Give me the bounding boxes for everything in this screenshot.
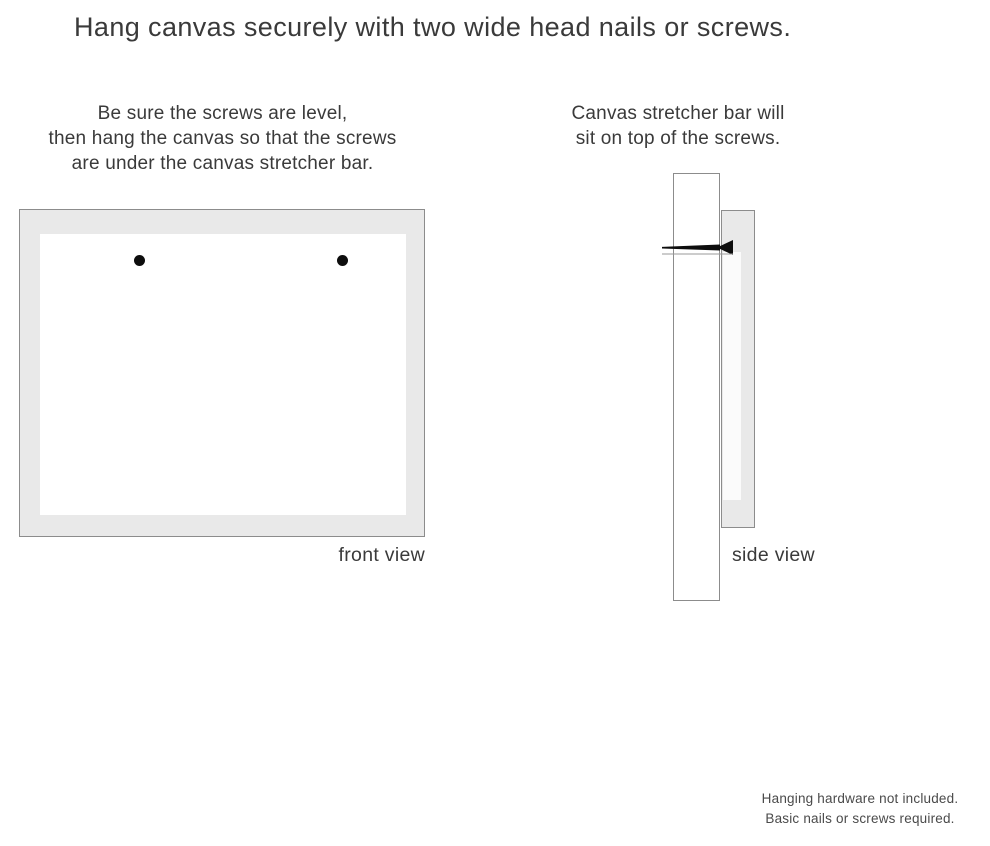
screw-dot-right-icon (337, 255, 348, 266)
side-instruction-line-1: Canvas stretcher bar will (571, 103, 785, 124)
wall-side-view (673, 173, 720, 601)
page-title: Hang canvas securely with two wide head … (74, 12, 792, 42)
front-view-instructions: Be sure the screws are level, then hang … (30, 101, 415, 176)
hardware-note-line-1: Hanging hardware not included. (761, 791, 959, 806)
front-instruction-line-1: Be sure the screws are level, (97, 103, 348, 124)
screw-dot-left-icon (134, 255, 145, 266)
canvas-front-view (19, 209, 425, 537)
canvas-side-hollow (723, 252, 741, 500)
side-view-label: side view (732, 544, 815, 566)
canvas-face (40, 234, 406, 515)
hardware-note-line-2: Basic nails or screws required. (765, 811, 955, 826)
front-view-label: front view (338, 544, 425, 566)
front-instruction-line-3: are under the canvas stretcher bar. (71, 153, 374, 174)
hardware-note: Hanging hardware not included. Basic nai… (740, 789, 980, 829)
front-instruction-line-2: then hang the canvas so that the screws (48, 128, 397, 149)
nail-icon (662, 240, 733, 255)
side-instruction-line-2: sit on top of the screws. (575, 128, 781, 149)
side-view-instructions: Canvas stretcher bar will sit on top of … (528, 101, 828, 151)
